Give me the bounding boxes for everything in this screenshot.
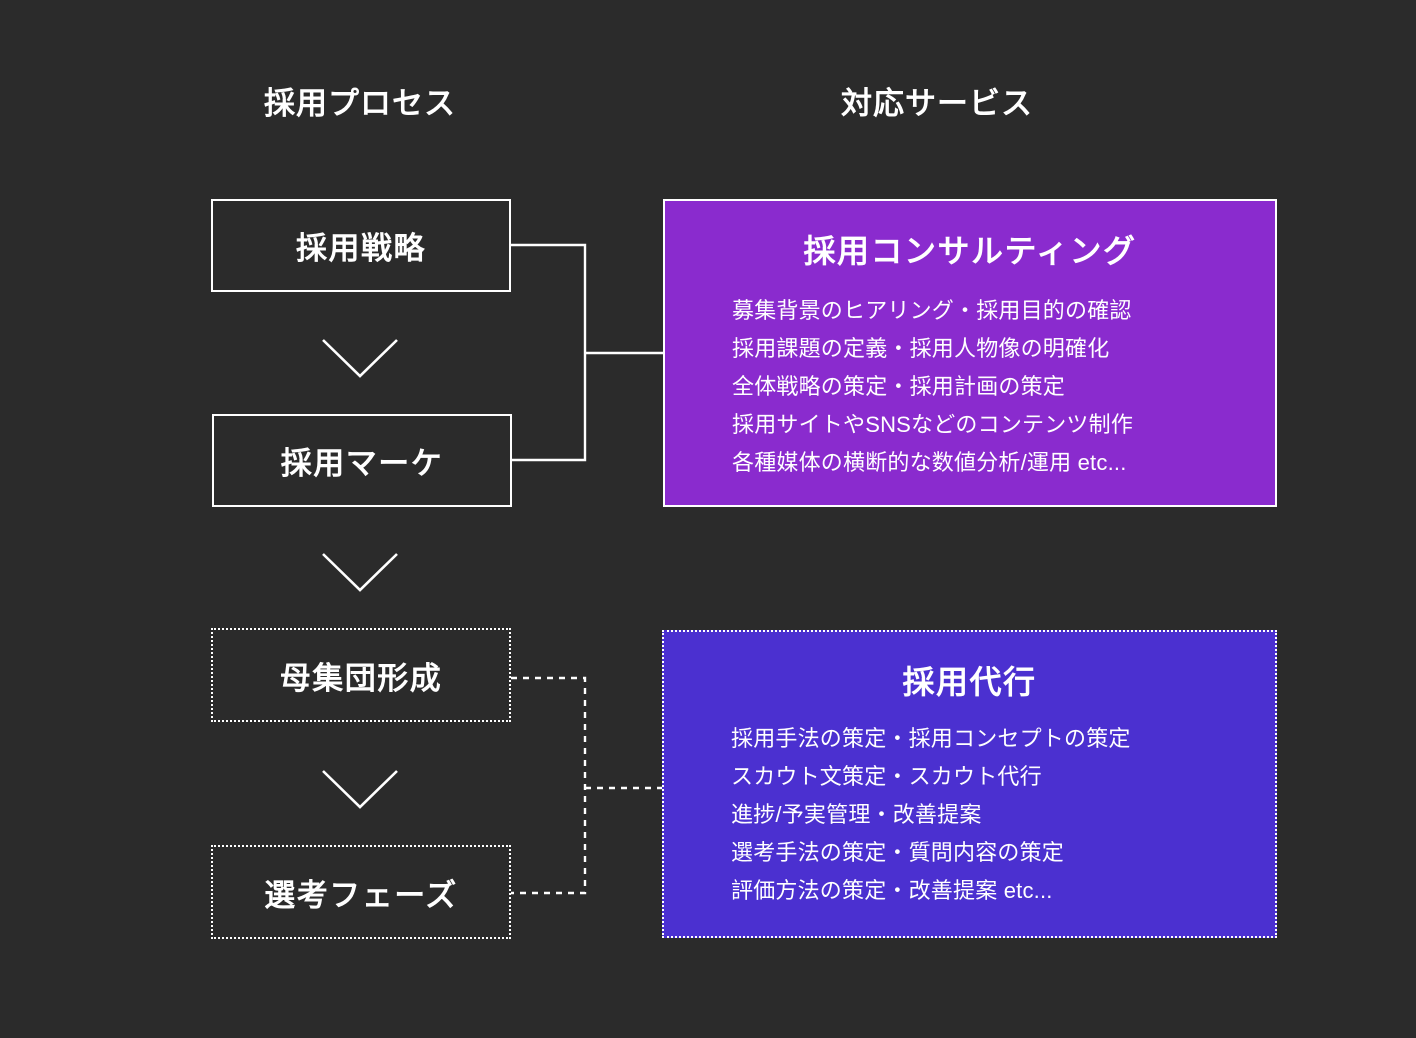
process-box-screening-label: 選考フェーズ xyxy=(264,877,458,913)
chevron-down-icon-strategy-to-marketing xyxy=(322,339,398,378)
connector-dotted-pool-screening-to-rpo xyxy=(511,676,665,895)
service-list-item: 採用手法の策定・採用コンセプトの策定 xyxy=(731,726,1131,751)
chevron-down-icon-pool-to-screening xyxy=(322,770,398,809)
process-box-marketing-label: 採用マーケ xyxy=(280,446,444,481)
service-list-item: 採用サイトやSNSなどのコンテンツ制作 xyxy=(732,412,1134,437)
connector-solid-strategy-marketing-to-consulting xyxy=(511,243,665,462)
chevron-down-icon-marketing-to-pool xyxy=(322,553,398,592)
service-list-item: 全体戦略の策定・採用計画の策定 xyxy=(732,374,1066,399)
service-list-rpo: 採用手法の策定・採用コンセプトの策定 スカウト文策定・スカウト代行 進捗/予実管… xyxy=(664,720,1275,910)
service-list-item: 採用課題の定義・採用人物像の明確化 xyxy=(732,336,1110,361)
process-box-pool-label: 母集団形成 xyxy=(279,660,443,696)
service-list-item: 各種媒体の横断的な数値分析/運用 etc... xyxy=(732,450,1127,475)
process-box-marketing: 採用マーケ xyxy=(212,414,512,507)
column-header-service: 対応サービス xyxy=(841,86,1033,121)
service-box-rpo: 採用代行 採用手法の策定・採用コンセプトの策定 スカウト文策定・スカウト代行 進… xyxy=(662,630,1277,938)
service-list-item: 選考手法の策定・質問内容の策定 xyxy=(731,840,1065,865)
process-box-screening: 選考フェーズ xyxy=(211,845,511,939)
service-title-consulting: 採用コンサルティング xyxy=(803,233,1137,269)
service-list-item: 評価方法の策定・改善提案 etc... xyxy=(731,878,1053,903)
service-list-item: スカウト文策定・スカウト代行 xyxy=(731,764,1042,789)
service-list-consulting: 募集背景のヒアリング・採用目的の確認 採用課題の定義・採用人物像の明確化 全体戦… xyxy=(665,292,1275,482)
service-list-item: 募集背景のヒアリング・採用目的の確認 xyxy=(732,298,1132,323)
process-box-pool: 母集団形成 xyxy=(211,628,511,722)
service-title-rpo: 採用代行 xyxy=(902,664,1037,700)
column-header-process: 採用プロセス xyxy=(264,86,456,121)
service-list-item: 進捗/予実管理・改善提案 xyxy=(731,802,982,827)
service-box-consulting: 採用コンサルティング 募集背景のヒアリング・採用目的の確認 採用課題の定義・採用… xyxy=(663,199,1277,507)
process-box-strategy-label: 採用戦略 xyxy=(296,231,426,266)
process-box-strategy: 採用戦略 xyxy=(211,199,511,292)
